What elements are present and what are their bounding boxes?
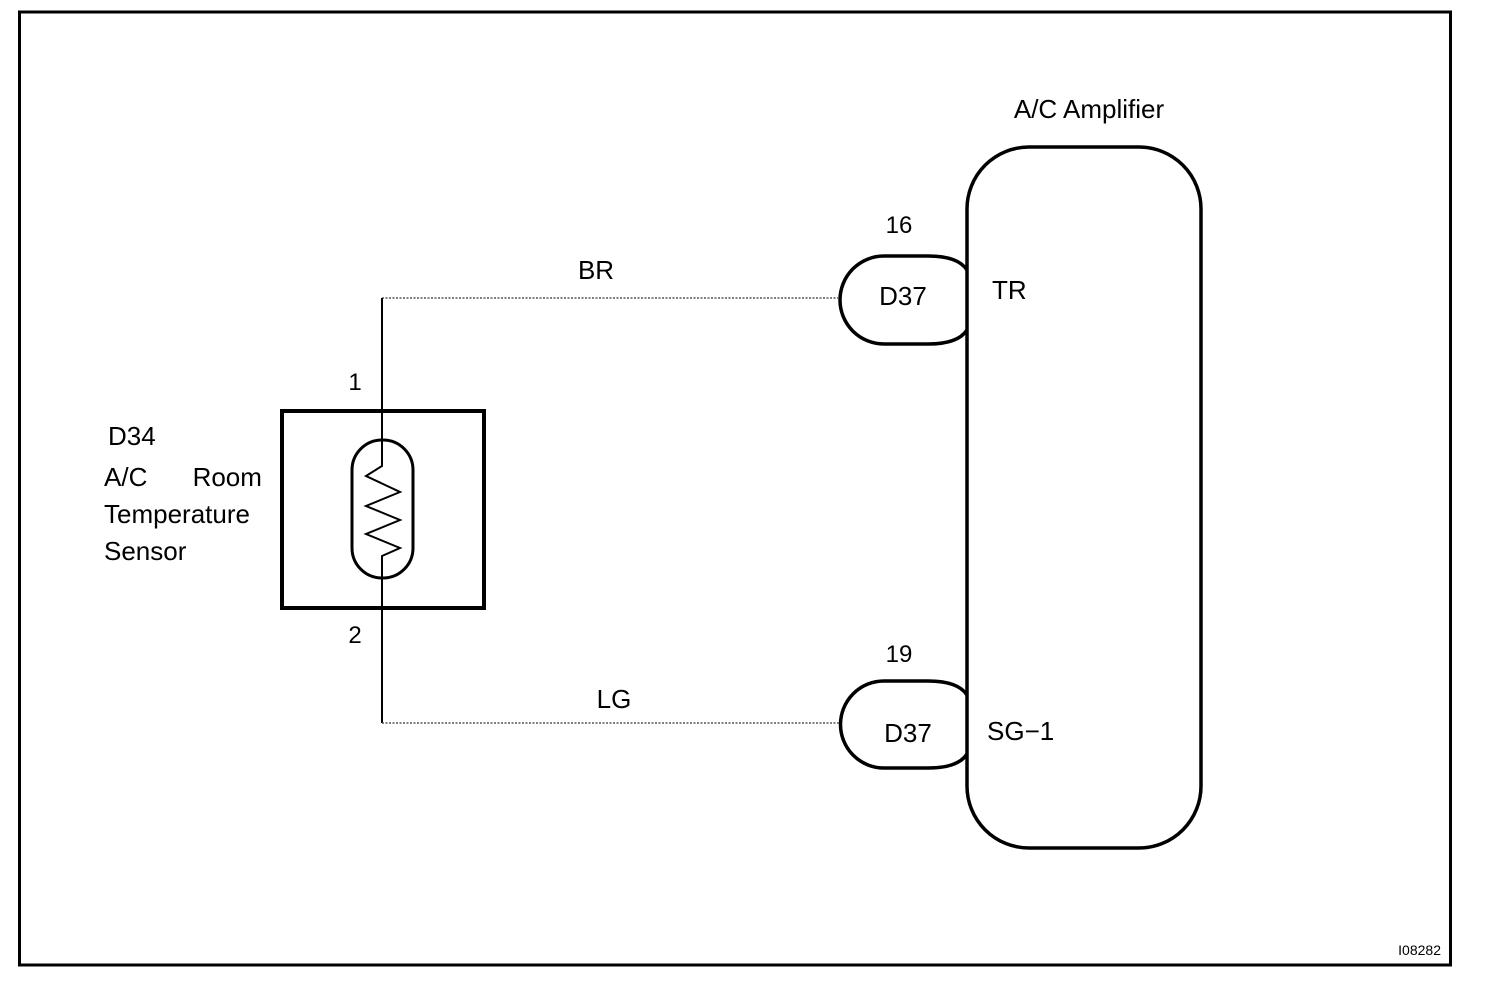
- connector-top: [838, 254, 969, 346]
- sensor-box: [280, 409, 486, 610]
- terminal-tr: TR: [992, 275, 1027, 305]
- diagram-frame: [18, 10, 1452, 967]
- figure-code: I08282: [1398, 942, 1441, 958]
- terminal-sg1: SG−1: [987, 716, 1054, 746]
- amplifier-label: A/C Amplifier: [1014, 94, 1165, 124]
- amplifier-body: [965, 145, 1203, 850]
- wire-br-label: BR: [578, 255, 614, 285]
- thermistor-resistor-icon: [363, 440, 403, 578]
- connector-top-id: D37: [879, 281, 927, 311]
- sensor-name-line-3: Sensor: [104, 536, 187, 566]
- sensor-id: D34: [108, 421, 156, 451]
- sensor-pin-1: 1: [348, 369, 361, 396]
- sensor-pin-2: 2: [348, 622, 361, 649]
- sensor-name-line-1: A/C Room: [104, 462, 262, 492]
- connector-bottom-id: D37: [884, 718, 932, 748]
- connector-bottom-pin: 19: [886, 641, 913, 668]
- connector-bottom: [838, 679, 969, 770]
- connector-top-pin: 16: [886, 212, 913, 239]
- sensor-name-line-2: Temperature: [104, 499, 250, 529]
- wire-lg-label: LG: [597, 684, 632, 714]
